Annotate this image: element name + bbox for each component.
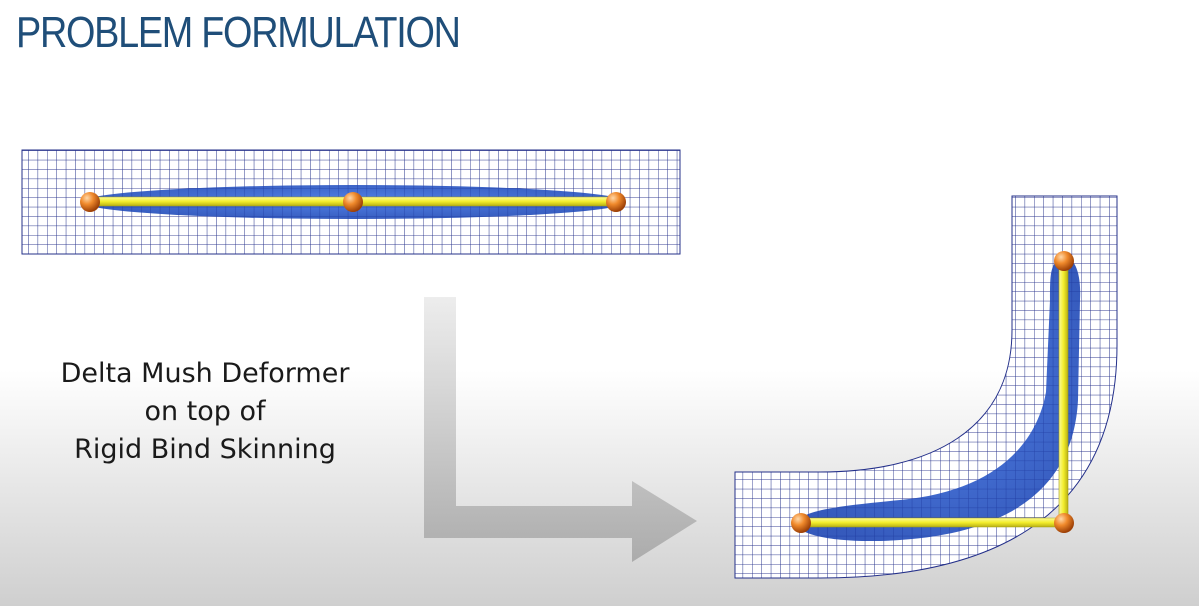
transition-arrow-icon bbox=[424, 297, 697, 562]
caption: Delta Mush Deformer on top of Rigid Bind… bbox=[22, 355, 388, 469]
joint-sphere-icon bbox=[343, 192, 363, 212]
caption-line-1: Delta Mush Deformer bbox=[60, 358, 350, 389]
caption-line-2: on top of bbox=[144, 396, 266, 427]
caption-line-3: Rigid Bind Skinning bbox=[74, 434, 336, 465]
joint-sphere-icon bbox=[791, 513, 811, 533]
joint-sphere-icon bbox=[1054, 251, 1074, 271]
rest-pose-mesh bbox=[21, 149, 681, 255]
joint-sphere-icon bbox=[80, 192, 100, 212]
joint-sphere-icon bbox=[1054, 513, 1074, 533]
bone-segment-icon bbox=[800, 517, 1065, 528]
deformed-pose-mesh bbox=[734, 195, 1118, 579]
joint-sphere-icon bbox=[606, 192, 626, 212]
bone-segment-icon bbox=[1058, 260, 1069, 525]
slide-title: PROBLEM FORMULATION bbox=[16, 8, 461, 57]
